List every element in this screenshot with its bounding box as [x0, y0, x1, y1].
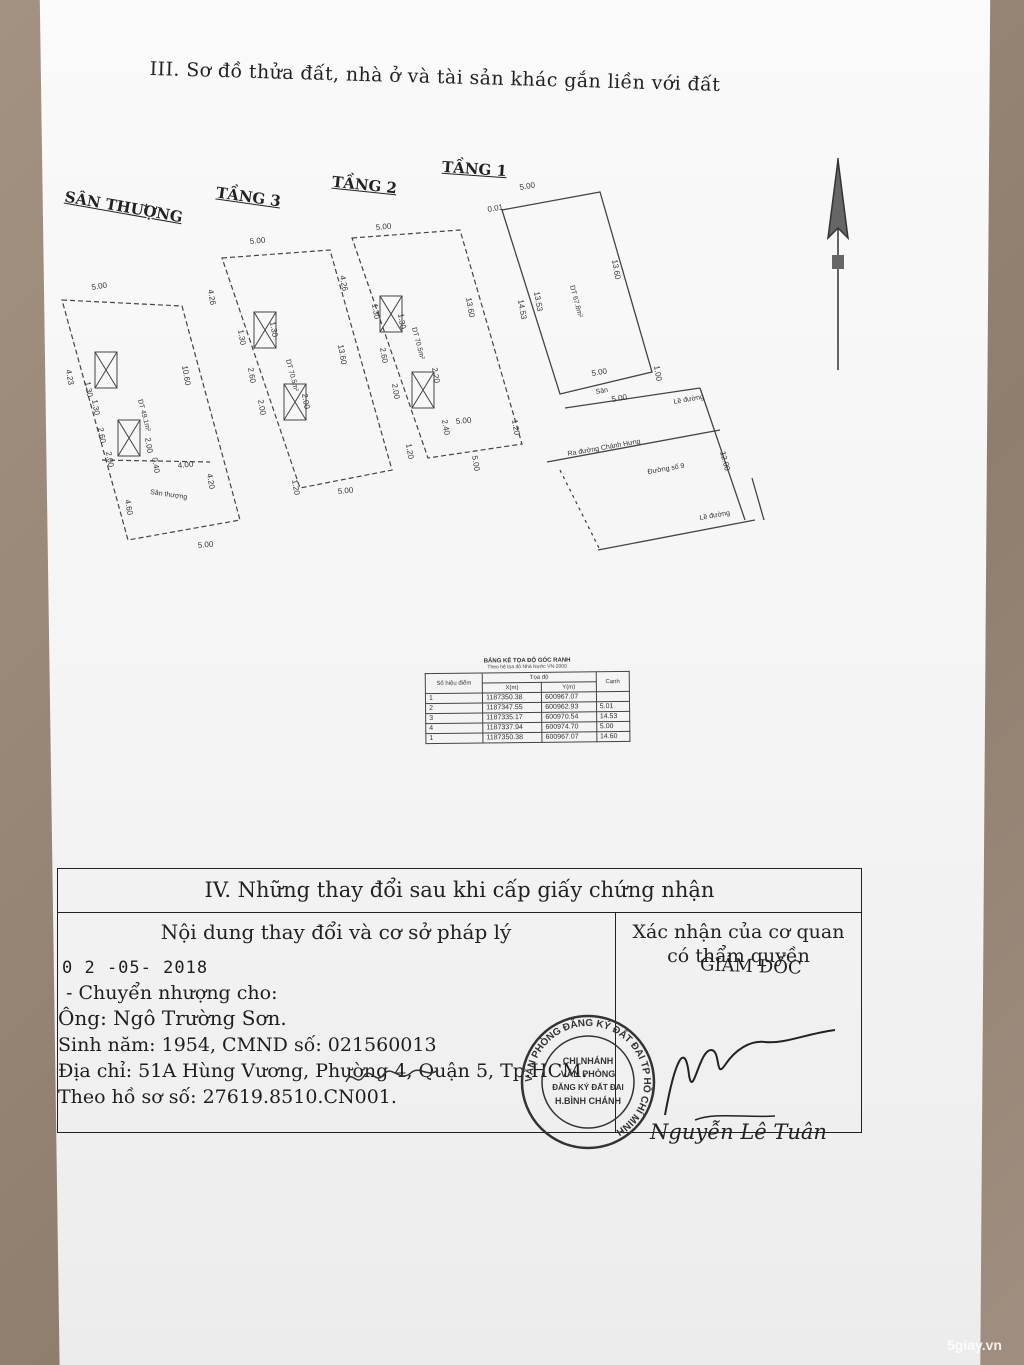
dim: 1.20	[510, 419, 522, 436]
dim: 2.40	[440, 419, 452, 436]
dim: 1.30	[396, 313, 408, 330]
note: Sân	[595, 387, 609, 396]
dim: 2.00	[300, 393, 312, 410]
dim: 1.20	[290, 479, 302, 496]
dim: 0.40	[150, 457, 162, 474]
dim: 13.60	[610, 259, 622, 281]
col-point: Số hiệu điểm	[425, 672, 483, 694]
dim: 13.60	[464, 297, 476, 319]
note: Ra đường Chánh Hưng	[567, 438, 641, 458]
section-4-title: IV. Những thay đổi sau khi cấp giấy chứn…	[204, 878, 715, 902]
official-stamp: VĂN PHÒNG ĐĂNG KÝ ĐẤT ĐAI TP HỒ CHÍ MINH…	[518, 1012, 658, 1152]
dim: 13.60	[336, 344, 348, 366]
note: Lề đường	[699, 508, 731, 522]
col-header-confirmation: Xác nhận của cơ quan có thẩm quyền	[615, 920, 862, 968]
dim: 12.00	[718, 450, 732, 472]
dim: 1.30	[268, 321, 280, 338]
entry-line-1: - Chuyển nhượng cho:	[66, 982, 278, 1004]
dim: 1.30	[83, 381, 95, 398]
area-label: DT 67.8m²	[568, 285, 583, 319]
col-x: X(m)	[482, 682, 542, 693]
dim: 2.60	[246, 367, 258, 384]
svg-text:ĐĂNG KÝ ĐẤT ĐAI: ĐĂNG KÝ ĐẤT ĐAI	[552, 1082, 624, 1092]
dim: 13.53	[532, 291, 544, 313]
entry-line-2: Ông: Ngô Trường Sơn.	[58, 1006, 287, 1030]
dim: 2.00	[143, 437, 155, 454]
watermark: 5giay.vn	[947, 1337, 1002, 1353]
dim: 2.60	[378, 347, 390, 364]
svg-text:H.BÌNH CHÁNH: H.BÌNH CHÁNH	[555, 1096, 621, 1106]
note: Đường số 9	[647, 461, 685, 476]
col-header-confirmation-line1: Xác nhận của cơ quan	[632, 921, 845, 943]
col-edge: Cạnh	[595, 671, 630, 692]
area-label: DT 70.5m²	[410, 327, 425, 361]
dim: 2.00	[256, 399, 268, 416]
dim: 4.26	[338, 275, 350, 292]
dim: 5.00	[455, 416, 472, 426]
dim: 5.00	[611, 392, 628, 404]
signature	[664, 1029, 836, 1121]
coordinate-table: BẢNG KÊ TỌA ĐỘ GÓC RANH Theo hệ tọa độ N…	[425, 657, 631, 744]
tang2-outline	[351, 229, 523, 459]
entry-date: 0 2 -05- 2018	[62, 958, 209, 978]
dim: 1.30	[370, 303, 382, 320]
role-title: GIÁM ĐỐC	[699, 954, 803, 979]
col-header-confirmation-line2: có thẩm quyền	[667, 945, 810, 967]
svg-text:VĂN PHÒNG: VĂN PHÒNG	[561, 1068, 616, 1079]
entry-line-4: Địa chỉ: 51A Hùng Vương, Phường 4, Quận …	[58, 1060, 588, 1082]
note: Sân thượng	[150, 489, 188, 501]
dim: 5.00	[591, 366, 608, 378]
entry-line-3: Sinh năm: 1954, CMND số: 021560013	[58, 1034, 437, 1056]
floor-plan-diagram: 5.00 10.60 4.23 1.30 1.30 2.60 2.00 2.00…	[61, 158, 850, 551]
col-y: Y(m)	[541, 681, 597, 693]
dim: 4.00	[177, 460, 194, 470]
dim: 4.60	[123, 499, 135, 516]
area-label: DT 49.1m²	[136, 399, 151, 433]
dim: 1.30	[90, 399, 102, 416]
tang3-outline	[221, 249, 393, 489]
initials-scribble	[345, 1069, 439, 1083]
entry-line-5: Theo hồ sơ số: 27619.8510.CN001.	[58, 1086, 397, 1108]
coord-table-subtitle: Theo hệ tọa độ Nhà Nước VN-2000	[487, 663, 567, 671]
dim: 1.20	[404, 443, 416, 460]
dim: 5.00	[519, 180, 536, 192]
signer-name: Nguyễn Lê Tuân	[650, 1120, 827, 1144]
dim: 5.00	[197, 540, 214, 550]
dim: 5.00	[470, 455, 482, 472]
dim: 2.60	[96, 427, 108, 444]
dim: 1.00	[652, 365, 664, 382]
dim: 4.23	[64, 369, 76, 386]
dim: 10.60	[180, 365, 192, 387]
dim: 14.53	[516, 299, 528, 321]
dim: 5.00	[337, 486, 354, 496]
dim: 1.30	[236, 329, 248, 346]
col-header-content: Nội dung thay đổi và cơ sở pháp lý	[160, 920, 512, 944]
dim: 5.00	[249, 236, 266, 246]
section-4-box: IV. Những thay đổi sau khi cấp giấy chứn…	[57, 868, 862, 1133]
dim: 2.00	[390, 383, 402, 400]
north-arrow-icon	[826, 158, 850, 370]
dim: 0.01	[487, 202, 504, 214]
san-thuong-outline	[61, 299, 241, 541]
dim: 2.00	[104, 451, 116, 468]
svg-text:CHI NHÁNH: CHI NHÁNH	[563, 1056, 614, 1066]
note: Lề đường	[673, 392, 705, 406]
dim: 4.20	[205, 473, 217, 490]
dim: 2.20	[430, 367, 442, 384]
tang1-outline	[501, 191, 653, 395]
dim: 5.00	[91, 280, 108, 292]
dim: 4.26	[206, 289, 218, 306]
dim: 5.00	[375, 222, 392, 232]
